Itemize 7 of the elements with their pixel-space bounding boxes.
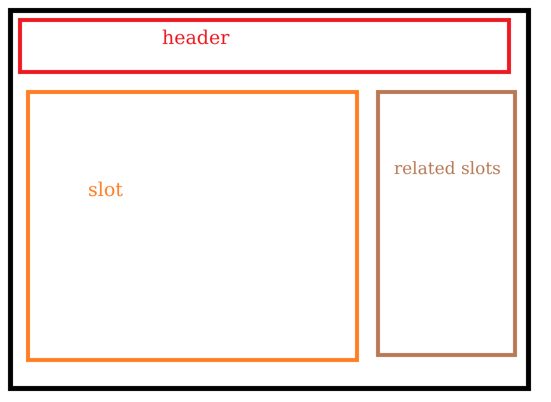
region-label: related slots (394, 160, 501, 179)
region-label: slot (88, 180, 123, 201)
slot-region (26, 90, 359, 362)
header-region (18, 18, 511, 74)
related-slots-region (376, 90, 517, 357)
page-frame (8, 8, 531, 391)
region-label: header (162, 28, 230, 49)
